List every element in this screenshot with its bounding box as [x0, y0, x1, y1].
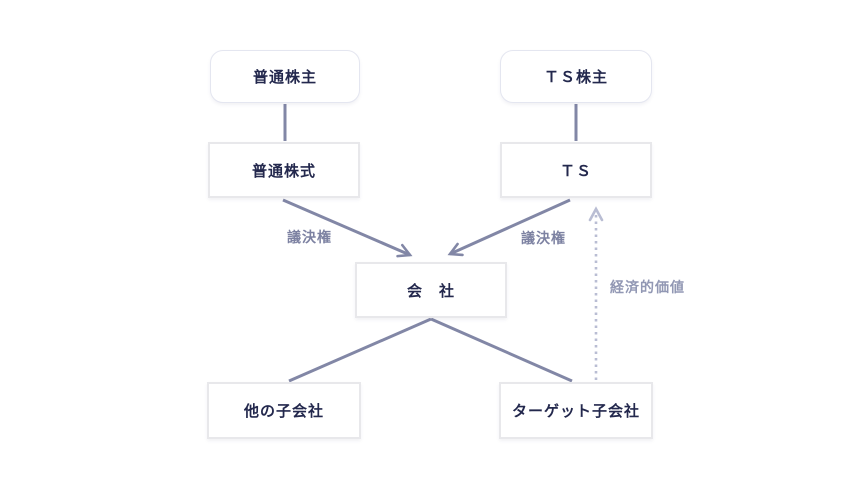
node-ts: ＴＳ [500, 142, 652, 198]
label-voting-rights-right: 議決権 [521, 231, 566, 247]
node-target-subsidiary: ターゲット子会社 [499, 382, 653, 439]
label-economic-value: 経済的価値 [610, 280, 685, 296]
edge-ts-to-company-arrow [447, 198, 571, 257]
label-voting-rights-left: 議決権 [287, 230, 332, 246]
edge-ordinary-shares-to-company-arrow [282, 198, 413, 258]
node-ordinary-shareholder: 普通株主 [210, 50, 360, 103]
node-ordinary-shares: 普通株式 [208, 142, 360, 198]
node-company: 会 社 [355, 262, 507, 318]
edge-company-to-target-subsidiary [430, 317, 573, 383]
node-ts-shareholder: ＴＳ株主 [500, 50, 652, 103]
node-other-subsidiary: 他の子会社 [207, 382, 361, 439]
edge-company-to-other-subsidiary [288, 317, 432, 383]
